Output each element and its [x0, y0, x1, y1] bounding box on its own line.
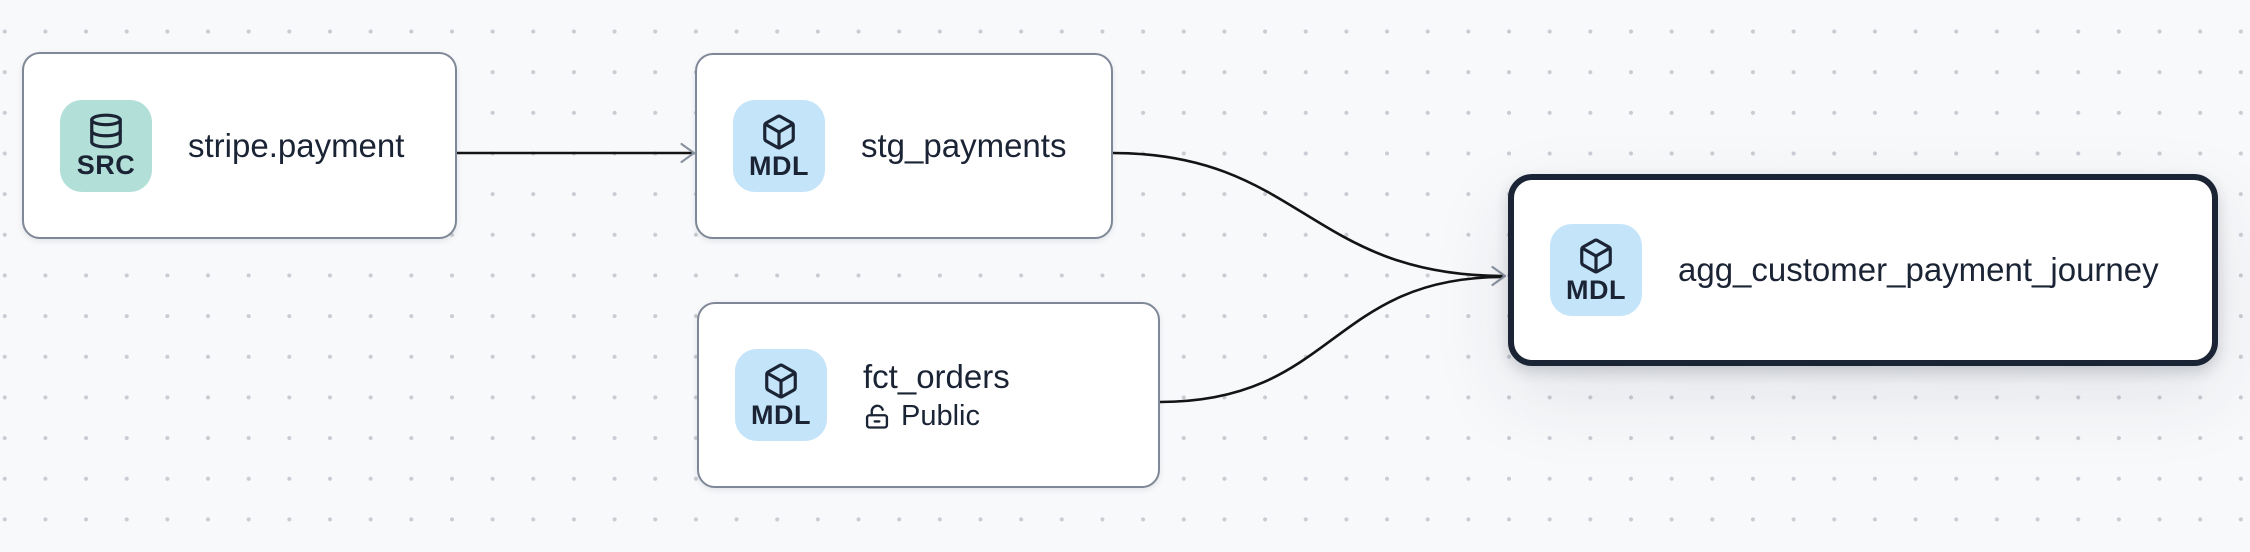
access-label: Public — [901, 400, 980, 433]
badge-label: MDL — [749, 150, 809, 181]
arrowhead-icon — [1491, 265, 1507, 287]
node-title: stripe.payment — [188, 126, 405, 164]
box-icon — [1580, 238, 1612, 273]
source-type-badge: SRC — [60, 99, 152, 192]
badge-label: SRC — [76, 150, 136, 180]
badge-label: MDL — [1566, 274, 1626, 305]
edge-fct-orders-to-agg-customer-payment-journey[interactable] — [1159, 275, 1504, 404]
node-stg-payments[interactable]: MDL stg_payments — [695, 53, 1113, 239]
arrowhead-icon — [680, 142, 696, 164]
node-stripe-payment[interactable]: SRC stripe.payment — [22, 52, 457, 239]
box-icon — [763, 114, 795, 149]
model-type-badge: MDL — [1550, 224, 1642, 316]
node-fct-orders[interactable]: MDL fct_orders Public — [697, 302, 1160, 488]
node-title: fct_orders — [863, 357, 1010, 395]
node-title: agg_customer_payment_journey — [1678, 251, 2159, 289]
edge-stg-payments-to-agg-customer-payment-journey[interactable] — [1112, 151, 1504, 278]
access-indicator: Public — [863, 400, 1010, 433]
node-title: stg_payments — [861, 127, 1067, 165]
node-agg-customer-payment-journey[interactable]: MDL agg_customer_payment_journey — [1508, 174, 2218, 366]
unlock-icon — [865, 404, 889, 429]
database-icon — [90, 113, 122, 149]
box-icon — [765, 363, 797, 398]
model-type-badge: MDL — [733, 100, 825, 192]
badge-label: MDL — [751, 399, 811, 430]
model-type-badge: MDL — [735, 349, 827, 441]
